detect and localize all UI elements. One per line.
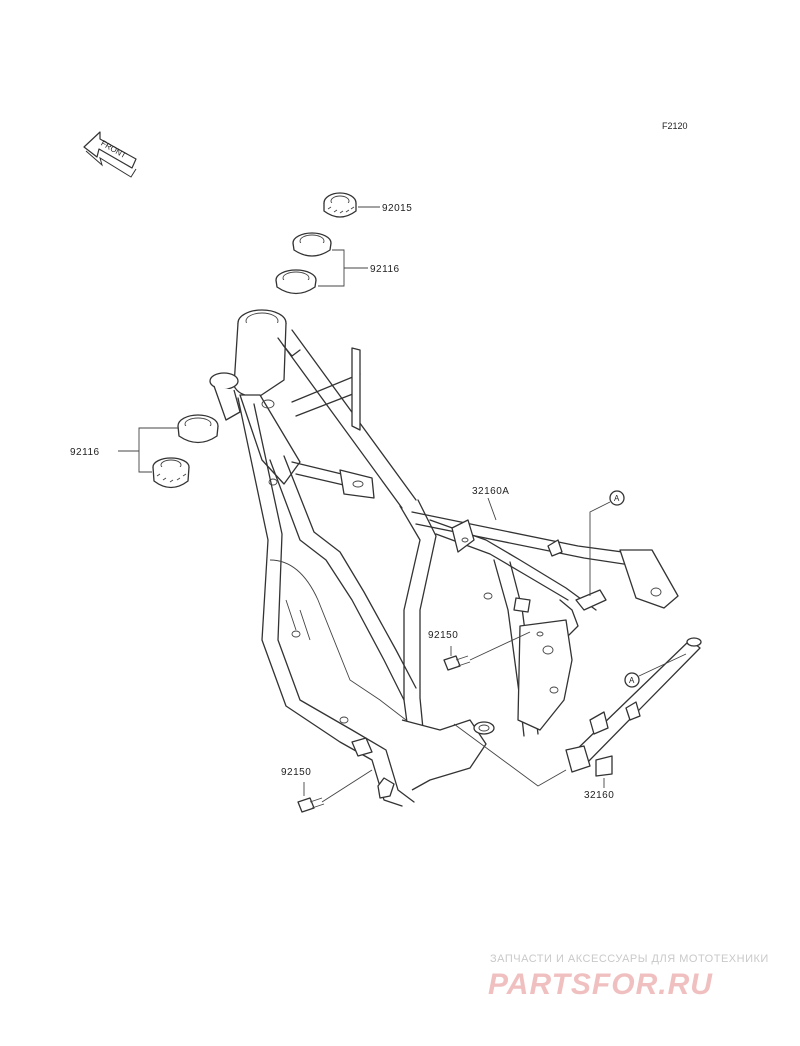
front-arrow-icon: FRONT (83, 131, 137, 178)
lower-frame-rail (565, 637, 702, 777)
callout-ref-upper: A (614, 494, 620, 503)
leader-line (138, 427, 178, 473)
lower-bearing (152, 457, 190, 489)
leader-line (469, 631, 531, 661)
leader-line (638, 653, 687, 677)
leader-line (589, 501, 611, 596)
bolt-upper (443, 655, 471, 671)
part-number-92116-lower: 92116 (70, 447, 100, 458)
part-number-92015: 92015 (382, 203, 412, 214)
leader-line (453, 723, 567, 787)
leader-line (321, 769, 373, 803)
main-frame (209, 309, 679, 807)
part-number-32160A: 32160A (472, 486, 509, 497)
steering-nut (323, 192, 357, 218)
watermark-brand: PARTSFOR.RU (488, 968, 713, 1001)
leader-line (318, 249, 345, 287)
part-number-92150-upper: 92150 (428, 630, 458, 641)
leader-line (487, 497, 497, 521)
callout-marker (609, 490, 625, 506)
bolt-lower (297, 797, 325, 813)
part-number-32160: 32160 (584, 790, 614, 801)
part-number-92150-lower: 92150 (281, 767, 311, 778)
callout-marker (624, 672, 640, 688)
lower-bearing-race-top (275, 269, 317, 295)
part-number-92116-upper: 92116 (370, 264, 400, 275)
lower-bearing-race (177, 414, 219, 444)
watermark-subtitle: ЗАПЧАСТИ И АКСЕССУАРЫ ДЛЯ МОТОТЕХНИКИ (490, 953, 769, 965)
callout-ref-lower: A (629, 676, 635, 685)
figure-code: F2120 (662, 121, 688, 131)
upper-bearing-race (292, 232, 332, 257)
